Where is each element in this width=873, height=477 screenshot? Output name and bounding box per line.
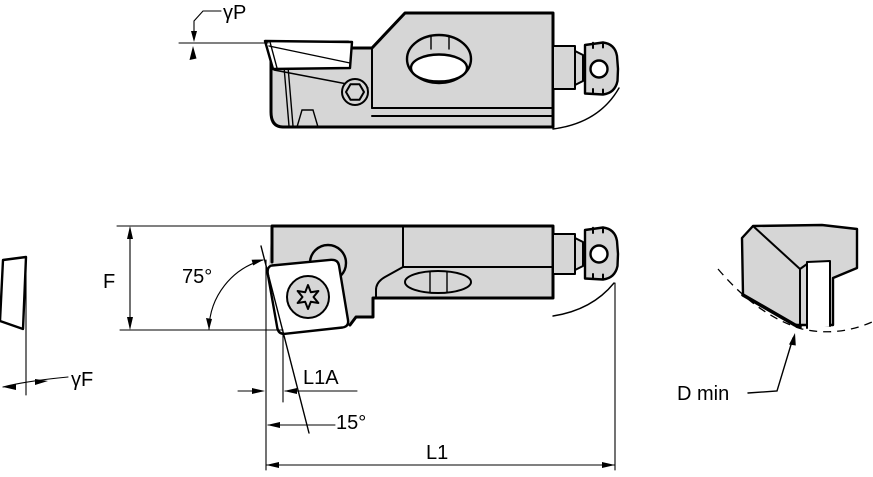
counterbore-inner bbox=[409, 53, 469, 83]
arrowhead bbox=[284, 388, 297, 394]
d-min-circle-dashed bbox=[717, 268, 873, 333]
arrowhead bbox=[127, 317, 133, 330]
insert-side-face bbox=[0, 255, 28, 331]
label-gamma-f: γF bbox=[71, 369, 93, 391]
front-body-outline bbox=[270, 224, 555, 327]
d-min-leader bbox=[747, 337, 794, 394]
front-view bbox=[266, 224, 620, 336]
side-face-view: γF bbox=[0, 255, 93, 396]
groove-slot bbox=[807, 261, 830, 328]
bottom-notch bbox=[296, 109, 319, 128]
torx-star-icon bbox=[296, 284, 320, 310]
gamma-p-dimension: γP bbox=[178, 2, 269, 60]
arrowhead bbox=[189, 46, 197, 60]
arrowhead bbox=[35, 379, 48, 385]
arrowhead bbox=[266, 462, 279, 468]
front-recess-edge bbox=[375, 226, 404, 298]
arrowhead bbox=[789, 333, 796, 346]
arrowhead bbox=[206, 318, 212, 330]
arrowhead bbox=[127, 226, 133, 239]
insert-rake-face-line bbox=[268, 45, 351, 64]
d-min-callout: D min bbox=[677, 333, 796, 405]
gamma-f-arc bbox=[2, 376, 69, 388]
spacer-washer bbox=[574, 50, 584, 86]
label-d-min: D min bbox=[677, 383, 729, 405]
gamma-p-leader bbox=[193, 10, 222, 41]
arrowhead bbox=[252, 388, 265, 394]
arrowhead bbox=[602, 462, 615, 468]
arrowhead bbox=[267, 422, 280, 428]
machined-edge bbox=[741, 293, 802, 329]
label-f: F bbox=[103, 271, 115, 293]
length-dimensions: L1A 15° L1 bbox=[237, 259, 616, 471]
knob-pin-hole bbox=[589, 59, 609, 79]
f-dimension: F bbox=[103, 225, 284, 331]
top-view bbox=[263, 11, 620, 130]
neck bbox=[552, 45, 576, 90]
arrowhead bbox=[3, 384, 16, 390]
front-spacer-washer bbox=[574, 237, 584, 271]
workpiece-section bbox=[717, 223, 873, 333]
oblong-slot bbox=[404, 270, 472, 294]
groove-left-wall bbox=[799, 263, 808, 327]
angle-75-arc bbox=[208, 259, 264, 330]
front-sweep-arc bbox=[552, 282, 615, 317]
arrowhead bbox=[251, 259, 264, 266]
arrowhead bbox=[191, 31, 197, 42]
angle-75-dimension: 75° bbox=[182, 245, 310, 434]
front-knob-pin-hole bbox=[589, 244, 609, 264]
chamfer-edge bbox=[752, 225, 801, 270]
label-15: 15° bbox=[336, 412, 366, 434]
label-gamma-p: γP bbox=[223, 2, 246, 24]
label-l1a: L1A bbox=[303, 367, 339, 389]
top-view-sweep-arc bbox=[552, 87, 620, 130]
groove-slot-edges bbox=[806, 260, 831, 329]
label-l1: L1 bbox=[426, 442, 448, 464]
front-neck bbox=[552, 233, 576, 275]
hex-socket-icon bbox=[345, 83, 365, 101]
lead-angle-line bbox=[260, 245, 310, 434]
label-75: 75° bbox=[182, 266, 212, 288]
